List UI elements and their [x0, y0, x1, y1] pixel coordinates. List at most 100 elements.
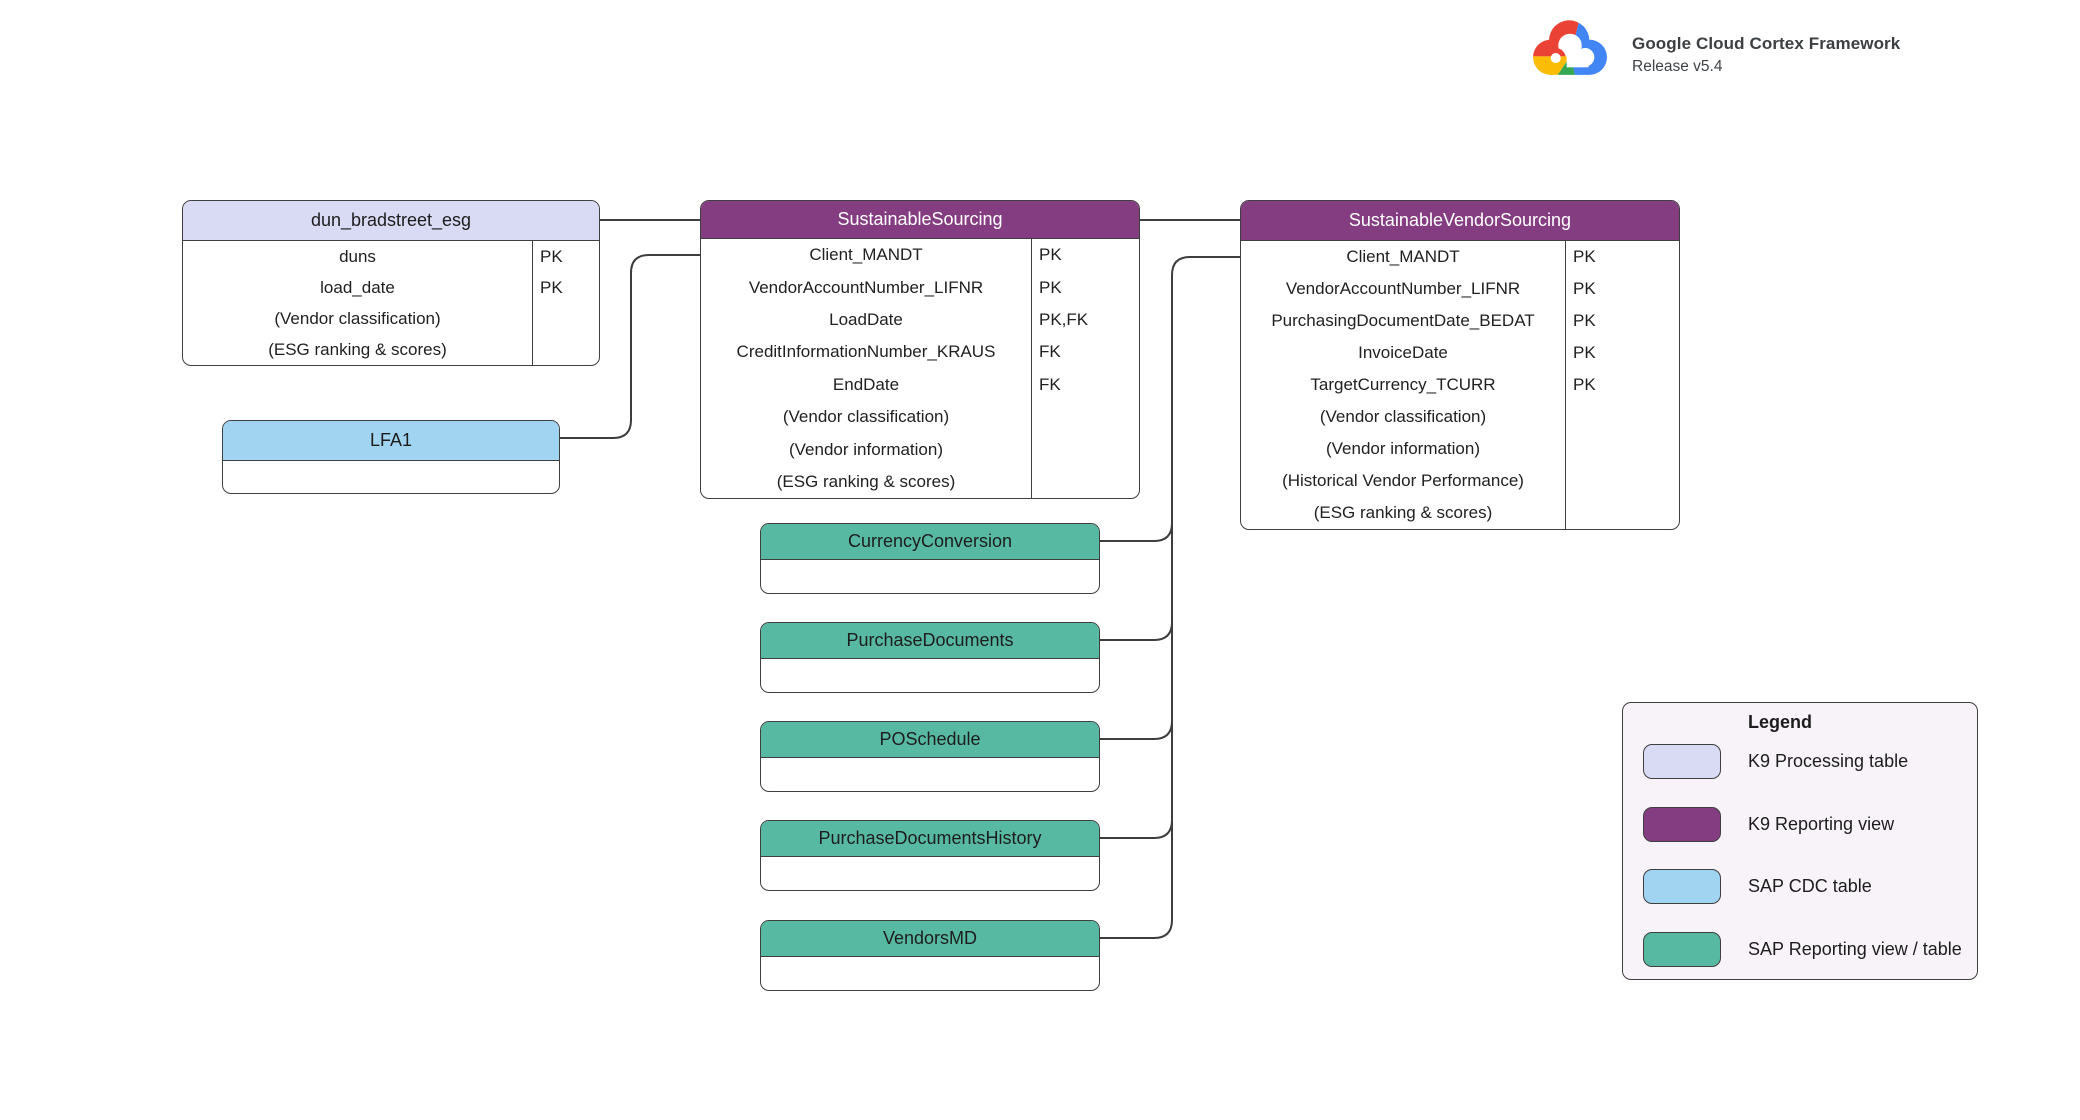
- table-row: Client_MANDT PK: [701, 239, 1139, 272]
- table-title: CurrencyConversion: [761, 524, 1099, 560]
- field-key: [1565, 497, 1679, 529]
- legend-item: K9 Reporting view: [1643, 807, 1894, 842]
- field-key: PK: [532, 241, 599, 272]
- table-row: (Vendor classification): [1241, 401, 1679, 433]
- table-title: PurchaseDocumentsHistory: [761, 821, 1099, 857]
- field-name: (Vendor information): [788, 439, 944, 459]
- field-key: PK: [1565, 305, 1679, 337]
- field-name: load_date: [320, 277, 395, 297]
- brand-title: Google Cloud Cortex Framework: [1632, 34, 1901, 53]
- field-key: [1565, 401, 1679, 433]
- table-row: (Vendor classification): [701, 400, 1139, 434]
- legend-swatch: [1643, 932, 1721, 967]
- table-body: [761, 957, 1099, 990]
- legend-item: SAP CDC table: [1643, 869, 1872, 904]
- table-row: (Historical Vendor Performance): [1241, 465, 1679, 497]
- table-title: PurchaseDocuments: [761, 623, 1099, 659]
- table-row: InvoiceDate PK: [1241, 337, 1679, 369]
- table-row: (ESG ranking & scores): [183, 334, 599, 365]
- field-name: duns: [339, 246, 376, 266]
- field-key: PK: [1565, 273, 1679, 305]
- field-name: (Vendor classification): [274, 308, 441, 328]
- field-key: PK: [1031, 271, 1139, 304]
- table-currency_conversion: CurrencyConversion: [760, 523, 1100, 594]
- field-key: [1031, 465, 1139, 499]
- field-key: PK: [1565, 241, 1679, 273]
- legend-item: K9 Processing table: [1643, 744, 1908, 779]
- table-body: [761, 758, 1099, 791]
- legend-item: SAP Reporting view / table: [1643, 932, 1962, 967]
- table-title: VendorsMD: [761, 921, 1099, 957]
- table-body: [761, 857, 1099, 890]
- field-key: [532, 334, 599, 365]
- table-body: [761, 560, 1099, 593]
- table-empty-row: [761, 758, 1099, 791]
- field-name: CreditInformationNumber_KRAUS: [736, 342, 996, 362]
- field-name: LoadDate: [829, 309, 903, 329]
- legend-swatch: [1643, 807, 1721, 842]
- field-name: (Vendor classification): [1319, 407, 1487, 426]
- legend-title: Legend: [1748, 712, 1813, 732]
- field-key: FK: [1031, 336, 1139, 369]
- field-name: TargetCurrency_TCURR: [1310, 375, 1496, 394]
- table-title: SustainableSourcing: [701, 201, 1139, 239]
- legend-swatch: [1643, 869, 1721, 904]
- connector-purchasedocuments: [1100, 621, 1173, 641]
- table-purchase_documents_history: PurchaseDocumentsHistory: [760, 820, 1100, 891]
- table-po_schedule: POSchedule: [760, 721, 1100, 792]
- table-row: (ESG ranking & scores): [701, 465, 1139, 499]
- field-name: (ESG ranking & scores): [1313, 503, 1493, 522]
- table-row: Client_MANDT PK: [1241, 241, 1679, 273]
- brand-header: Google Cloud Cortex Framework Release v5…: [1528, 10, 1900, 86]
- table-body: Client_MANDT PK VendorAccountNumber_LIFNR P…: [1241, 241, 1679, 529]
- logo-yellow-segment: [1528, 56, 1570, 82]
- connector-purchasedocumentshistory: [1100, 819, 1173, 839]
- table-row: (Vendor information): [701, 433, 1139, 466]
- field-key: PK: [1565, 337, 1679, 369]
- table-empty-row: [761, 560, 1099, 593]
- table-row: VendorAccountNumber_LIFNR PK: [1241, 273, 1679, 305]
- field-key: PK: [1565, 369, 1679, 401]
- field-name: Client_MANDT: [809, 245, 923, 265]
- field-name: (Historical Vendor Performance): [1282, 471, 1524, 490]
- field-name: VendorAccountNumber_LIFNR: [1285, 279, 1521, 298]
- field-name: Client_MANDT: [1346, 247, 1460, 266]
- table-row: (ESG ranking & scores): [1241, 497, 1679, 529]
- connector-currencyconversion: [1100, 522, 1173, 542]
- field-name: (Vendor classification): [782, 407, 950, 427]
- legend-item-label: K9 Reporting view: [1748, 814, 1895, 834]
- table-vendors_md: VendorsMD: [760, 920, 1100, 991]
- logo-blue-segment: [1570, 14, 1612, 82]
- logo-red-segment: [1528, 14, 1581, 57]
- legend: Legend K9 Processing table K9 Reporting …: [1622, 702, 1978, 980]
- field-name: (Vendor information): [1325, 439, 1481, 458]
- table-body: [761, 659, 1099, 692]
- field-name: (ESG ranking & scores): [776, 471, 956, 491]
- legend-swatch: [1643, 744, 1721, 779]
- table-title: SustainableVendorSourcing: [1241, 201, 1679, 241]
- field-name: InvoiceDate: [1358, 343, 1448, 362]
- table-row: (Vendor information): [1241, 433, 1679, 465]
- field-key: [1565, 465, 1679, 497]
- google-cloud-logo: [1528, 14, 1612, 82]
- table-lfa1: LFA1: [222, 420, 560, 494]
- table-empty-row: [761, 659, 1099, 692]
- field-key: [1565, 433, 1679, 465]
- field-name: (ESG ranking & scores): [268, 339, 447, 359]
- brand-subtitle: Release v5.4: [1632, 58, 1723, 75]
- table-empty-row: [761, 957, 1099, 990]
- table-row: TargetCurrency_TCURR PK: [1241, 369, 1679, 401]
- field-key: [1031, 400, 1139, 434]
- field-key: PK: [1031, 239, 1139, 272]
- legend-item-label: SAP Reporting view / table: [1748, 939, 1962, 959]
- logo-green-segment: [1553, 56, 1577, 82]
- table-title: dun_bradstreet_esg: [183, 201, 599, 241]
